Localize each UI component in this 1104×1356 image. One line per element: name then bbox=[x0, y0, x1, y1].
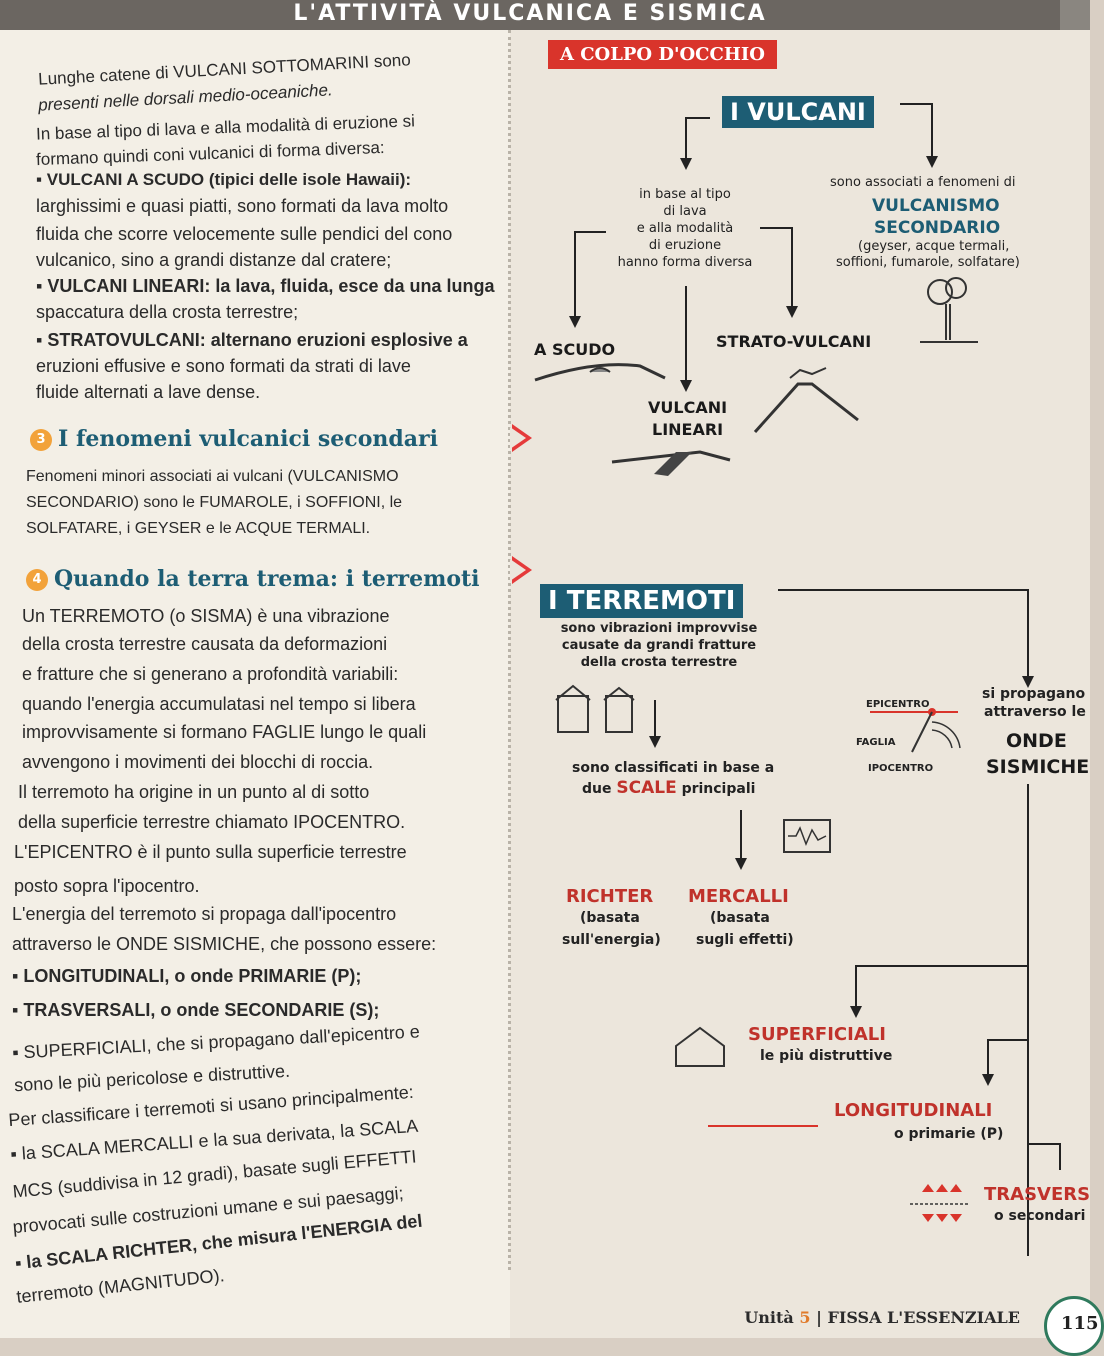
transverse-waves-detail: o secondari bbox=[994, 1208, 1086, 1224]
mercalli-label: MERCALLI bbox=[688, 886, 789, 907]
propagate-label: si propagano bbox=[982, 686, 1086, 702]
richter-detail: (basata bbox=[580, 910, 640, 926]
longitudinal-waves-detail: o primarie (P) bbox=[894, 1126, 1004, 1142]
section-4-line: L'EPICENTRO è il punto sulla superficie … bbox=[14, 842, 407, 862]
section-4-line: posto sopra l'ipocentro. bbox=[14, 876, 200, 896]
intro-line: vulcanico, sino a grandi distanze dal cr… bbox=[36, 250, 392, 270]
section-4-line: e fratture che si generano a profondità … bbox=[22, 664, 399, 684]
secondary-detail: soffioni, fumarole, solfatare) bbox=[836, 255, 1020, 270]
section-4-line: avvengono i movimenti dei blocchi di roc… bbox=[22, 752, 374, 772]
section-3-line: SOLFATARE, i GEYSER e le ACQUE TERMALI. bbox=[26, 520, 371, 537]
shield-volcano-label: A SCUDO bbox=[534, 340, 616, 359]
intro-line: ▪ VULCANI A SCUDO (tipici delle isole Ha… bbox=[36, 170, 412, 189]
page-number: 115 bbox=[1044, 1296, 1104, 1356]
secondary-intro: sono associati a fenomeni di bbox=[830, 175, 1016, 190]
surface-waves-label: SUPERFICIALI bbox=[748, 1024, 886, 1045]
section-3-title: I fenomeni vulcanici secondari bbox=[58, 426, 438, 452]
intro-line: fluida che scorre velocemente sulle pend… bbox=[36, 224, 453, 244]
section-4-heading: 4 Quando la terra trema: i terremoti bbox=[26, 566, 480, 592]
section-4-line: quando l'energia accumulatasi nel tempo … bbox=[22, 694, 416, 714]
section-number-badge: 3 bbox=[30, 429, 52, 451]
volcanoes-title: I VULCANI bbox=[722, 96, 874, 128]
secondary-title-2: SECONDARIO bbox=[874, 218, 1001, 238]
longitudinal-waves-label: LONGITUDINALI bbox=[834, 1100, 993, 1121]
mercalli-detail: sugli effetti) bbox=[696, 932, 794, 948]
scales-label: due SCALE principali bbox=[582, 778, 756, 798]
intro-line: fluide alternati a lave dense. bbox=[36, 382, 261, 402]
page-footer: Unità 5 | FISSA L'ESSENZIALE bbox=[744, 1308, 1020, 1327]
section-4-line: L'energia del terremoto si propaga dall'… bbox=[12, 904, 397, 924]
seismic-waves-label: SISMICHE bbox=[986, 756, 1090, 778]
scales-label: sono classificati in base a bbox=[572, 760, 775, 776]
richter-label: RICHTER bbox=[566, 886, 654, 907]
section-4-line: improvvisamente si formano FAGLIE lungo … bbox=[22, 722, 427, 742]
at-a-glance-badge: A COLPO D'OCCHIO bbox=[548, 40, 777, 69]
surface-waves-detail: le più distruttive bbox=[760, 1048, 893, 1064]
left-column bbox=[0, 30, 510, 1338]
strato-volcano-label: STRATO-VULCANI bbox=[716, 332, 872, 351]
section-4-title: Quando la terra trema: i terremoti bbox=[54, 566, 480, 592]
mercalli-detail: (basata bbox=[710, 910, 770, 926]
section-3-heading: 3 I fenomeni vulcanici secondari bbox=[30, 426, 438, 452]
fault-label: FAGLIA bbox=[856, 737, 896, 748]
section-4-line: ▪ TRASVERSALI, o onde SECONDARIE (S); bbox=[12, 1000, 380, 1020]
section-4-line: attraverso le ONDE SISMICHE, che possono… bbox=[12, 934, 437, 954]
intro-line: ▪ VULCANI LINEARI: la lava, fluida, esce… bbox=[36, 276, 495, 296]
intro-line: larghissimi e quasi piatti, sono formati… bbox=[36, 196, 449, 216]
section-4-line: Un TERREMOTO (o SISMA) è una vibrazione bbox=[22, 606, 390, 626]
linear-volcano-label: LINEARI bbox=[652, 420, 724, 439]
section-4-line: Il terremoto ha origine in un punto al d… bbox=[18, 782, 370, 802]
section-3-line: SECONDARIO) sono le FUMAROLE, i SOFFIONI… bbox=[26, 494, 403, 511]
section-4-line: ▪ LONGITUDINALI, o onde PRIMARIE (P); bbox=[12, 966, 362, 986]
intro-line: eruzioni effusive e sono formati da stra… bbox=[36, 356, 411, 376]
page-title: L'ATTIVITÀ VULCANICA E SISMICA bbox=[0, 0, 1060, 30]
section-4-line: della superficie terrestre chiamato IPOC… bbox=[18, 812, 406, 832]
secondary-title-1: VULCANISMO bbox=[872, 196, 1000, 216]
intro-line: ▪ STRATOVULCANI: alternano eruzioni espl… bbox=[36, 330, 468, 350]
hypocenter-label: IPOCENTRO bbox=[868, 763, 934, 774]
section-3-line: Fenomeni minori associati ai vulcani (VU… bbox=[26, 468, 399, 485]
section-marker-icon bbox=[510, 556, 532, 584]
linear-volcano-label: VULCANI bbox=[648, 398, 728, 417]
earthquakes-title: I TERREMOTI bbox=[540, 584, 744, 618]
propagate-label: attraverso le bbox=[984, 704, 1086, 720]
column-divider bbox=[508, 30, 519, 1270]
concept-map-connectors bbox=[534, 103, 1061, 1256]
section-number-badge: 4 bbox=[26, 569, 48, 591]
seismic-waves-label: ONDE bbox=[1006, 730, 1067, 752]
richter-detail: sull'energia) bbox=[562, 932, 661, 948]
section-marker-icon bbox=[510, 424, 532, 452]
transverse-waves-label: TRASVERS bbox=[984, 1184, 1091, 1205]
intro-line: spaccatura della crosta terrestre; bbox=[36, 302, 299, 322]
epicenter-label: EPICENTRO bbox=[866, 699, 930, 710]
secondary-detail: (geyser, acque termali, bbox=[858, 239, 1010, 254]
section-4-line: della crosta terrestre causata da deform… bbox=[22, 634, 388, 654]
